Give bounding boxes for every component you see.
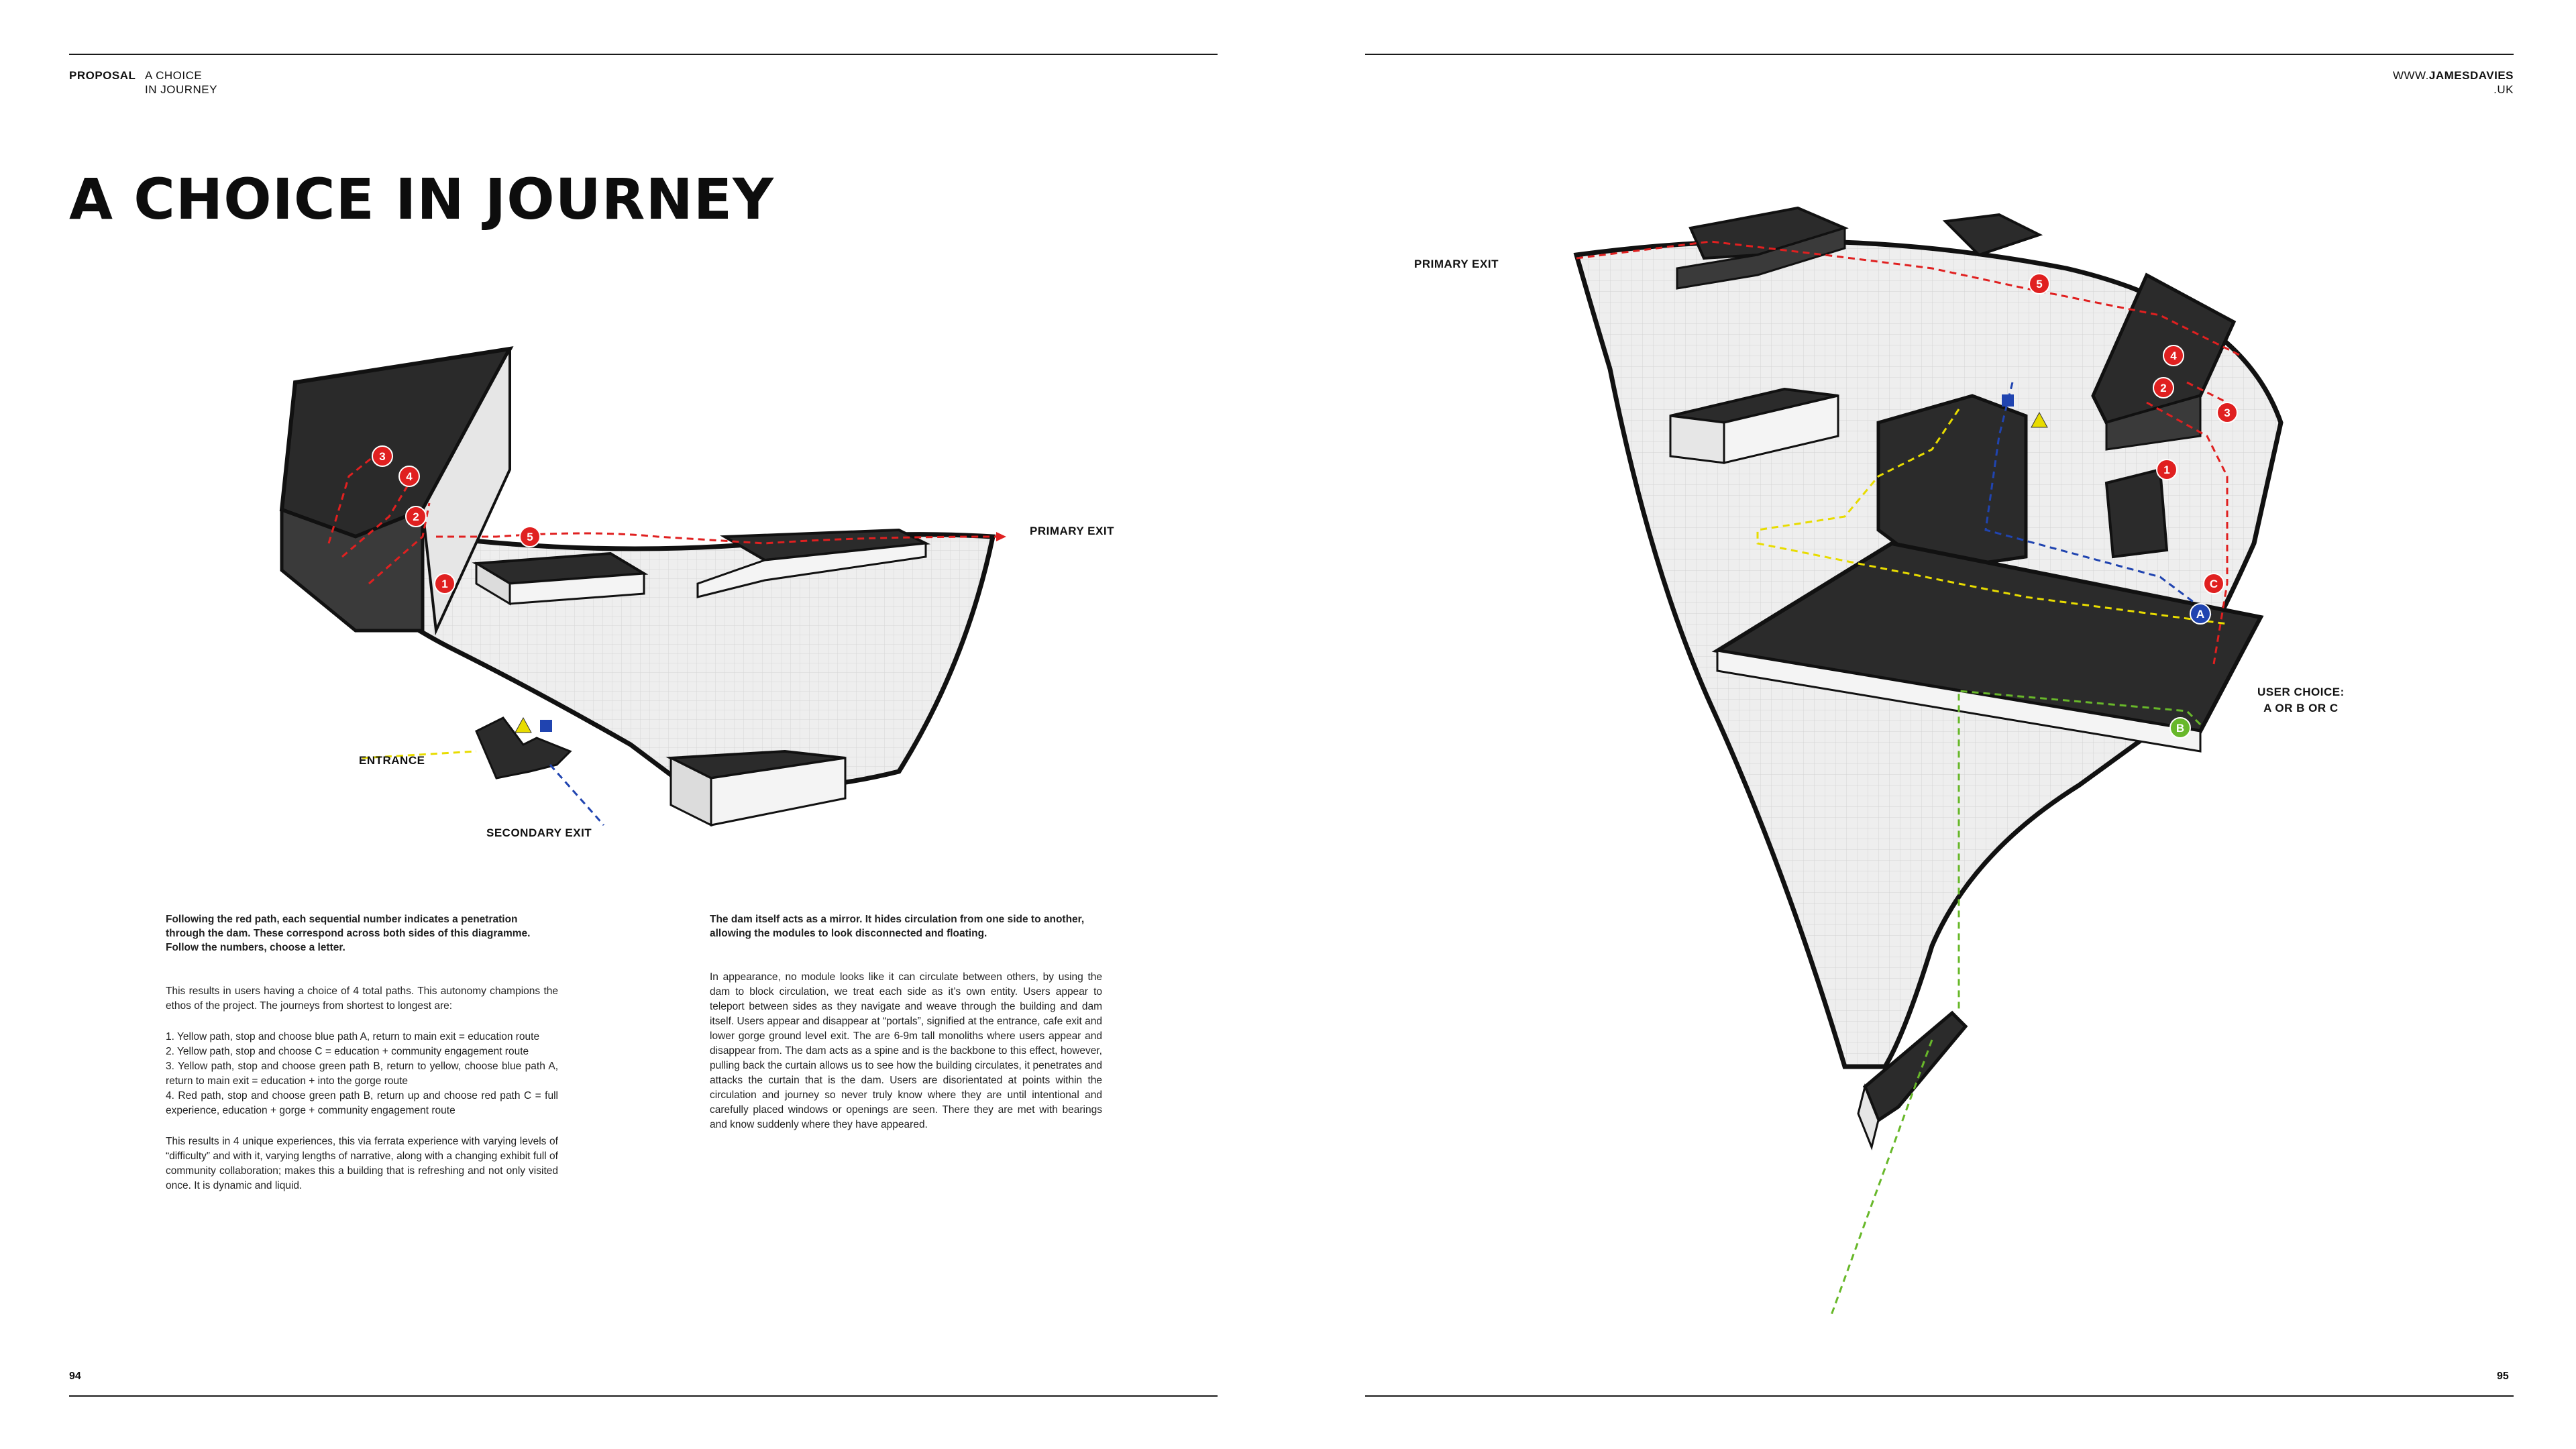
label-secondary-exit: SECONDARY EXIT (486, 825, 592, 841)
list-item: 3. Yellow path, stop and choose green pa… (166, 1059, 558, 1089)
svg-text:B: B (2176, 722, 2184, 735)
marker-4: 4 (399, 466, 419, 486)
monolith (2106, 470, 2167, 557)
column2-lead: The dam itself acts as a mirror. It hide… (710, 912, 1102, 941)
marker-A: A (2190, 604, 2210, 624)
label-entrance: ENTRANCE (359, 753, 425, 769)
marker-3: 3 (2217, 402, 2237, 423)
svg-text:5: 5 (527, 531, 533, 543)
page-number-right: 95 (2497, 1371, 2509, 1383)
column1-lead: Following the red path, each sequential … (166, 912, 558, 955)
svg-text:3: 3 (2224, 407, 2230, 419)
svg-text:4: 4 (406, 470, 413, 483)
marker-5: 5 (520, 527, 540, 547)
label-primary-exit-right: PRIMARY EXIT (1414, 256, 1499, 272)
svg-text:1: 1 (441, 578, 447, 590)
list-item: 4. Red path, stop and choose green path … (166, 1089, 558, 1118)
svg-text:C: C (2210, 578, 2218, 590)
bottom-rule-left (69, 1395, 1218, 1397)
svg-text:2: 2 (413, 511, 419, 523)
column2-body: In appearance, no module looks like it c… (710, 970, 1102, 1132)
svg-text:4: 4 (2170, 350, 2177, 362)
section-name: PROPOSAL (69, 69, 136, 82)
user-choice-line-2: A OR B OR C (2257, 700, 2345, 716)
svg-text:3: 3 (379, 450, 385, 463)
marker-2: 2 (2153, 378, 2174, 398)
site-url: WWW.JAMESDAVIES .UK (2393, 68, 2514, 97)
marker-3: 3 (372, 446, 392, 466)
marker-1: 1 (2157, 460, 2177, 480)
marker-C: C (2204, 574, 2224, 594)
list-item: 1. Yellow path, stop and choose blue pat… (166, 1030, 558, 1044)
subsection-line-1: A CHOICE (145, 68, 217, 83)
page-title: A CHOICE IN JOURNEY (69, 166, 774, 232)
svg-text:2: 2 (2160, 382, 2166, 394)
marker-2: 2 (406, 506, 426, 527)
section-header: PROPOSAL (69, 68, 136, 83)
site-suffix: .UK (2393, 83, 2514, 97)
top-rule-right (1365, 54, 2514, 55)
subsection-header: A CHOICE IN JOURNEY (145, 68, 217, 97)
list-item: 2. Yellow path, stop and choose C = educ… (166, 1044, 558, 1059)
svg-text:5: 5 (2036, 278, 2042, 290)
label-user-choice: USER CHOICE: A OR B OR C (2257, 684, 2345, 716)
right-circulation-diagram: 5 4 2 3 1 C A B (1556, 195, 2361, 1335)
svg-text:1: 1 (2163, 464, 2169, 476)
label-primary-exit-left: PRIMARY EXIT (1030, 523, 1114, 539)
site-name: JAMESDAVIES (2429, 69, 2514, 82)
subsection-line-2: IN JOURNEY (145, 83, 217, 97)
text-column-1: Following the red path, each sequential … (166, 912, 558, 1210)
page-number-left: 94 (69, 1371, 81, 1383)
marker-B: B (2170, 718, 2190, 738)
marker-1: 1 (435, 574, 455, 594)
journey-list: 1. Yellow path, stop and choose blue pat… (166, 1030, 558, 1118)
user-choice-line-1: USER CHOICE: (2257, 684, 2345, 700)
top-rule-left (69, 54, 1218, 55)
left-circulation-diagram: 3 4 2 1 5 (255, 315, 1060, 852)
blue-path (550, 765, 604, 825)
text-column-2: The dam itself acts as a mirror. It hide… (710, 912, 1102, 1148)
column1-conclusion: This results in 4 unique experiences, th… (166, 1134, 558, 1193)
module-top-2 (1945, 215, 2039, 255)
bottom-rule-right (1365, 1395, 2514, 1397)
site-prefix: WWW. (2393, 69, 2429, 82)
marker-4: 4 (2163, 345, 2184, 366)
svg-text:A: A (2196, 608, 2204, 621)
marker-5: 5 (2029, 274, 2049, 294)
column1-intro: This results in users having a choice of… (166, 984, 558, 1014)
